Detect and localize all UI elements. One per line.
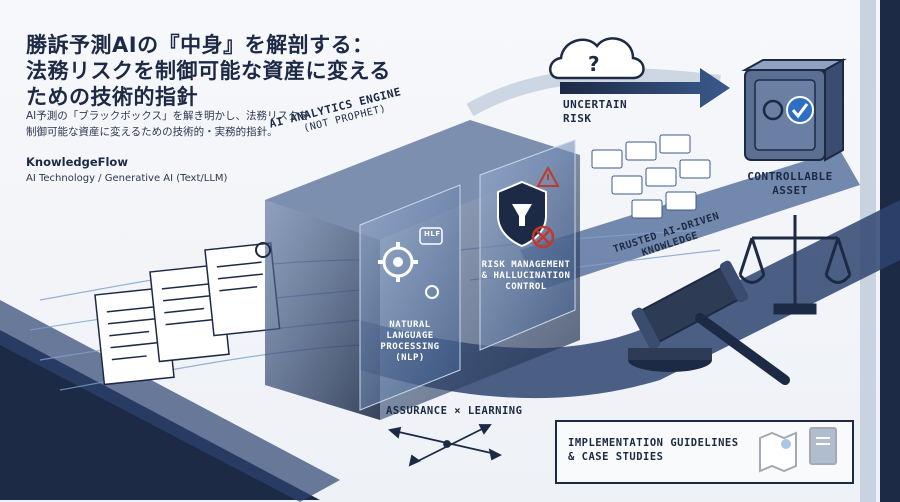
implementation-line-2: & CASE STUDIES xyxy=(568,451,664,463)
implementation-label: IMPLEMENTATION GUIDELINES & CASE STUDIES xyxy=(568,436,739,464)
implementation-box xyxy=(555,420,854,484)
small-gear-icon xyxy=(425,285,439,299)
title-line-1: 勝訴予測AIの『中身』を解剖する： xyxy=(26,33,374,57)
warning-icon xyxy=(536,165,560,187)
assurance-learning-label: ASSURANCE × LEARNING xyxy=(386,405,523,417)
scales-icon xyxy=(738,215,852,315)
cross-arrows-icon xyxy=(388,424,503,467)
cloud-icon xyxy=(549,37,645,80)
data-cards xyxy=(591,134,711,219)
nlp-line-3: PROCESSING xyxy=(380,342,440,352)
title-line-3: ための技術的指針 xyxy=(26,85,198,109)
brand-name: KnowledgeFlow xyxy=(26,155,128,169)
chat-bubble-text: HLF xyxy=(424,230,441,238)
gear-small-left-icon xyxy=(255,242,271,258)
uncertain-arrow xyxy=(560,68,730,108)
question-mark: ? xyxy=(588,52,601,76)
nlp-line-1: NATURAL xyxy=(389,320,431,330)
uncertain-line-2: RISK xyxy=(563,112,592,125)
page-title: 勝訴予測AIの『中身』を解剖する： 法務リスクを制御可能な資産に変える ための技… xyxy=(26,32,446,110)
gavel-icon xyxy=(628,260,790,385)
nlp-line-2: LANGUAGE xyxy=(386,331,434,341)
shield-icon xyxy=(497,180,547,248)
implementation-line-1: IMPLEMENTATION GUIDELINES xyxy=(568,437,739,449)
title-line-2: 法務リスクを制御可能な資産に変える xyxy=(26,59,391,83)
risk-control-label: RISK MANAGEMENT & HALLUCINATION CONTROL xyxy=(478,260,574,293)
block-icon xyxy=(531,225,555,249)
safe-icon xyxy=(741,58,847,162)
document-stack xyxy=(94,242,281,386)
controllable-asset-label: CONTROLLABLE ASSET xyxy=(730,170,850,198)
uncertain-risk-label: UNCERTAIN RISK xyxy=(563,98,627,126)
nlp-label: NATURAL LANGUAGE PROCESSING (NLP) xyxy=(370,320,450,364)
risk-line-3: CONTROL xyxy=(505,282,547,292)
gear-icon xyxy=(378,242,418,282)
controllable-line-2: ASSET xyxy=(772,184,808,197)
page-subtitle: AI予測の「ブラックボックス」を解き明かし、法務リスクを 制御可能な資産に変える… xyxy=(26,108,326,140)
risk-line-2: & HALLUCINATION xyxy=(481,271,571,281)
category-label: AI Technology / Generative AI (Text/LLM) xyxy=(26,173,228,184)
risk-line-1: RISK MANAGEMENT xyxy=(481,260,571,270)
subtitle-line-1: AI予測の「ブラックボックス」を解き明かし、法務リスクを xyxy=(26,110,309,122)
controllable-line-1: CONTROLLABLE xyxy=(747,170,833,183)
nlp-line-4: (NLP) xyxy=(395,353,425,363)
subtitle-line-2: 制御可能な資産に変えるための技術的・実務的指針。 xyxy=(26,126,278,138)
uncertain-line-1: UNCERTAIN xyxy=(563,98,628,111)
